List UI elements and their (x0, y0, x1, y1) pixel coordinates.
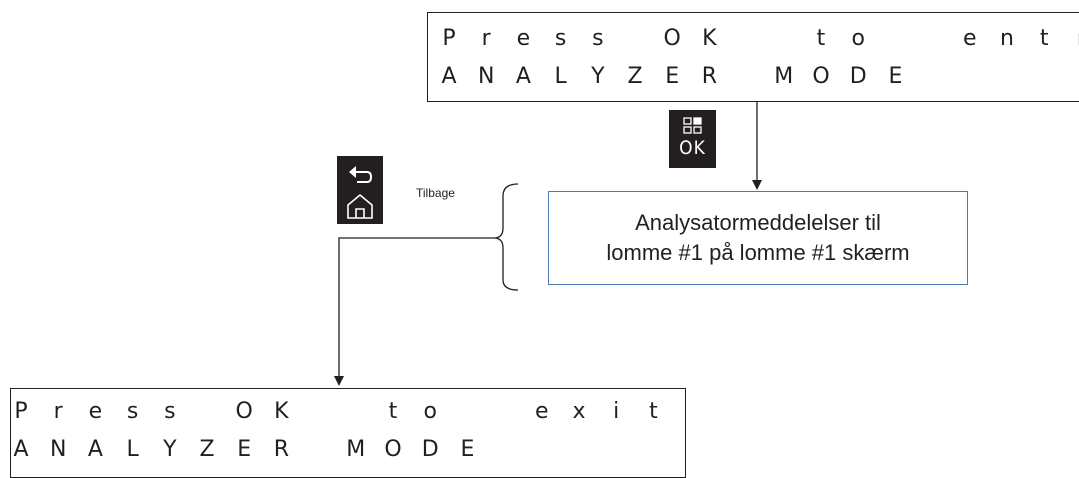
lcd-char: E (237, 437, 252, 462)
lcd-char: x (572, 399, 586, 424)
lcd-char: A (441, 64, 457, 89)
lcd-char: Z (627, 64, 643, 89)
lcd-char: M (346, 437, 366, 462)
lcd-char: A (13, 437, 29, 462)
home-icon (347, 193, 373, 219)
lcd-char: t (816, 26, 826, 51)
ok-key[interactable]: OK (669, 110, 716, 168)
lcd-char: O (384, 437, 402, 462)
lcd-char: O (663, 26, 681, 51)
lcd-char: r (53, 399, 63, 424)
lcd-char: r (1066, 22, 1079, 56)
back-label: Tilbage (416, 186, 455, 200)
lcd-char: Z (199, 437, 215, 462)
lcd-char: L (126, 437, 139, 462)
lcd-char: t (1039, 26, 1049, 51)
lcd-char: R (273, 437, 290, 462)
lcd-char: O (812, 64, 830, 89)
callout-line-1: Analysatormeddelelser til (635, 210, 881, 235)
lcd-char: E (665, 64, 680, 89)
lcd-char: t (649, 399, 658, 424)
lcd-char: R (701, 64, 718, 89)
lcd-char: s (164, 399, 176, 424)
lcd-char: s (126, 399, 139, 424)
lcd-char: n (1000, 26, 1014, 51)
lcd-char: L (554, 64, 567, 89)
lcd-char: s (554, 26, 567, 51)
lcd-char: E (460, 437, 475, 462)
grid-menu-icon (683, 117, 702, 134)
ok-key-label: OK (679, 137, 706, 159)
lcd-char: e (963, 26, 977, 51)
lcd-char: A (515, 64, 531, 89)
lcd-char: Y (591, 64, 605, 89)
lcd-char: t (388, 399, 398, 424)
callout-line-2: lomme #1 på lomme #1 skærm (606, 240, 910, 265)
lcd-char: o (423, 399, 437, 424)
lcd-char: N (49, 437, 67, 462)
lcd-char: K (702, 26, 717, 51)
back-arrow-icon (349, 166, 373, 183)
lcd-char: e (88, 399, 103, 424)
lcd-char: D (421, 437, 439, 462)
lcd-char: o (851, 26, 865, 51)
lcd-char: A (87, 437, 103, 462)
lcd-char: s (592, 26, 604, 51)
lcd-char: O (235, 399, 253, 424)
lcd-char: P (14, 399, 28, 424)
lcd-char: N (477, 64, 495, 89)
lcd-char: M (774, 64, 794, 89)
callout-box: Analysatormeddelelser til lomme #1 på lo… (548, 191, 968, 285)
lcd-char: e (516, 26, 531, 51)
lcd-char: E (888, 64, 903, 89)
lcd-char: r (481, 26, 491, 51)
lcd-char: D (849, 64, 867, 89)
connector-brace-to-bottom (338, 237, 494, 376)
back-home-key[interactable] (337, 156, 383, 224)
lcd-char: K (274, 399, 289, 424)
lcd-char: i (613, 399, 620, 424)
lcd-char: e (535, 399, 549, 424)
arrowhead-to-bottom-display (334, 376, 344, 386)
lcd-char: Y (163, 437, 177, 462)
arrowhead-to-callout (752, 180, 762, 190)
brace-bracket (493, 183, 519, 291)
lcd-char: P (442, 26, 456, 51)
